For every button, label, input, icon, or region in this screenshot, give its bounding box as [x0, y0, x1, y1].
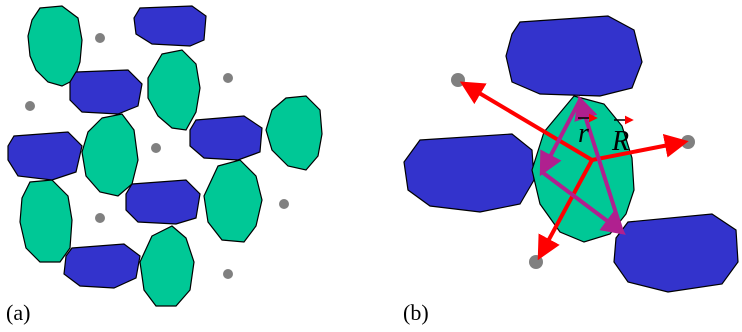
pore-dot [529, 255, 543, 269]
magenta-arrow [574, 95, 624, 233]
green-grain [81, 113, 139, 197]
pore-dot [151, 143, 161, 153]
blue-grain [125, 179, 201, 225]
vector-label-R: R [611, 126, 629, 157]
green-grain [19, 179, 73, 263]
vector-label-r: r [578, 118, 589, 149]
pore-dot [95, 213, 105, 223]
red-arrow [591, 133, 689, 162]
blue-grain [403, 133, 535, 213]
red-arrow [459, 81, 594, 162]
pore-dot [223, 73, 233, 83]
pore-dot [451, 73, 465, 87]
green-grain [27, 5, 83, 87]
red-arrow [537, 159, 594, 261]
green-grain [147, 49, 201, 131]
green-grain [139, 225, 195, 307]
magenta-arrow [540, 170, 626, 235]
pore-dot [279, 199, 289, 209]
pore-dot [95, 33, 105, 43]
blue-grain [189, 115, 263, 161]
panel-a [7, 5, 323, 307]
blue-grain [613, 213, 739, 293]
pore-dot [223, 269, 233, 279]
blue-grain [505, 15, 643, 97]
panel-label-a: (a) [6, 300, 31, 325]
magenta-arrow [539, 99, 582, 177]
green-grain [203, 159, 263, 243]
blue-grain [133, 5, 207, 47]
panel-b: r R [403, 15, 739, 293]
green-grain [265, 95, 323, 171]
pore-dot [25, 101, 35, 111]
panel-label-b: (b) [403, 300, 429, 325]
blue-grain [7, 131, 83, 181]
blue-grain [69, 69, 143, 115]
blue-grain [63, 243, 141, 289]
